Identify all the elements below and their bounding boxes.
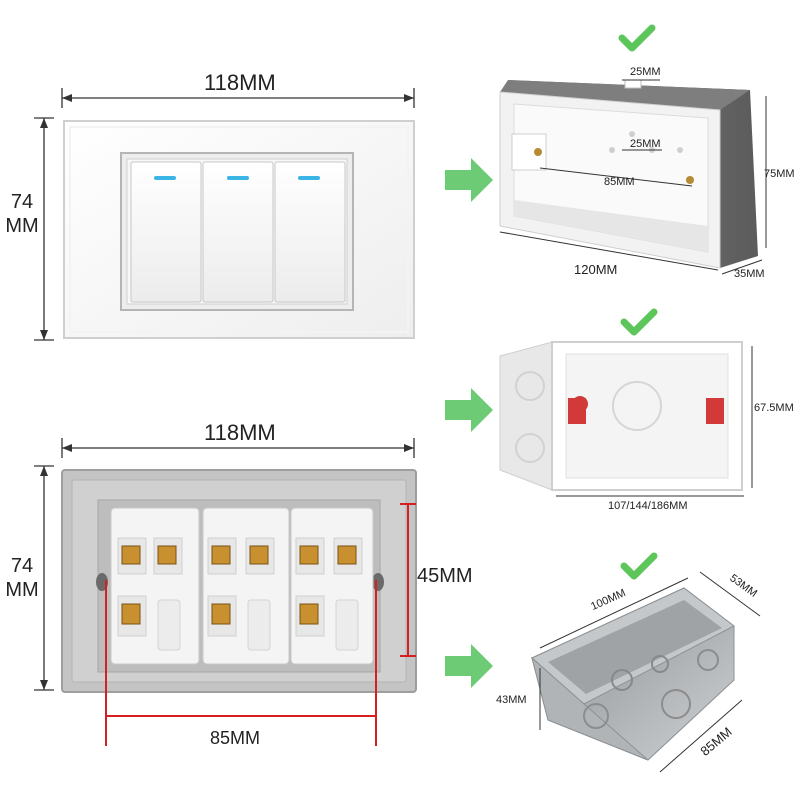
mount-width-dimension-red — [105, 580, 377, 746]
switch-back-height-value: 74 — [10, 555, 34, 577]
rocker-button-1 — [130, 161, 202, 303]
rocker-button-3 — [274, 161, 346, 303]
grey-box-screw-gap-label: 25MM — [630, 138, 661, 150]
metal-box-height-label: 43MM — [496, 694, 527, 706]
metal-box — [531, 587, 735, 761]
grey-box-depth-label: 35MM — [734, 268, 765, 280]
green-arrow-icon — [445, 644, 493, 688]
check-icon — [620, 308, 658, 336]
switch-front-height-value: 74 — [10, 191, 34, 213]
grey-box-screw-span-label: 85MM — [604, 176, 635, 188]
switch-front-height-label: 74 MM — [2, 190, 42, 238]
white-box-height-label: 67.5MM — [754, 402, 794, 414]
grey-box-dimensions — [499, 79, 767, 275]
switch-back-width-label: 118MM — [204, 420, 276, 445]
switch-front-width-label: 118MM — [204, 70, 276, 95]
mount-height-label: 45MM — [417, 565, 473, 587]
grey-box-length-label: 120MM — [574, 262, 618, 277]
switch-back-height-dimension — [34, 465, 54, 691]
switch-front-height-unit: MM — [5, 215, 39, 237]
switch-module-1 — [110, 507, 200, 665]
mount-height-dimension-red — [400, 503, 416, 657]
switch-back-width-dimension — [61, 438, 415, 458]
grey-box-top-label: 25MM — [630, 66, 661, 78]
check-icon — [618, 24, 656, 52]
switch-back-height-unit: MM — [5, 579, 39, 601]
switch-front-width-dimension — [61, 88, 415, 108]
switch-back-height-label: 74 MM — [2, 554, 42, 602]
switch-module-2 — [202, 507, 290, 665]
grey-box-height-label: 75MM — [764, 168, 795, 180]
switch-module-3 — [290, 507, 374, 665]
green-arrow-icon — [445, 158, 493, 202]
white-box-dimensions — [556, 346, 753, 497]
white-box-length-label: 107/144/186MM — [608, 500, 688, 512]
metal-box-dimensions — [539, 571, 761, 773]
rocker-button-2 — [202, 161, 274, 303]
grey-back-box — [499, 79, 758, 269]
check-icon — [620, 552, 658, 580]
green-arrow-icon — [445, 388, 493, 432]
switch-front-height-dimension — [34, 117, 54, 341]
white-back-box — [499, 341, 743, 491]
mount-width-label: 85MM — [210, 728, 261, 748]
